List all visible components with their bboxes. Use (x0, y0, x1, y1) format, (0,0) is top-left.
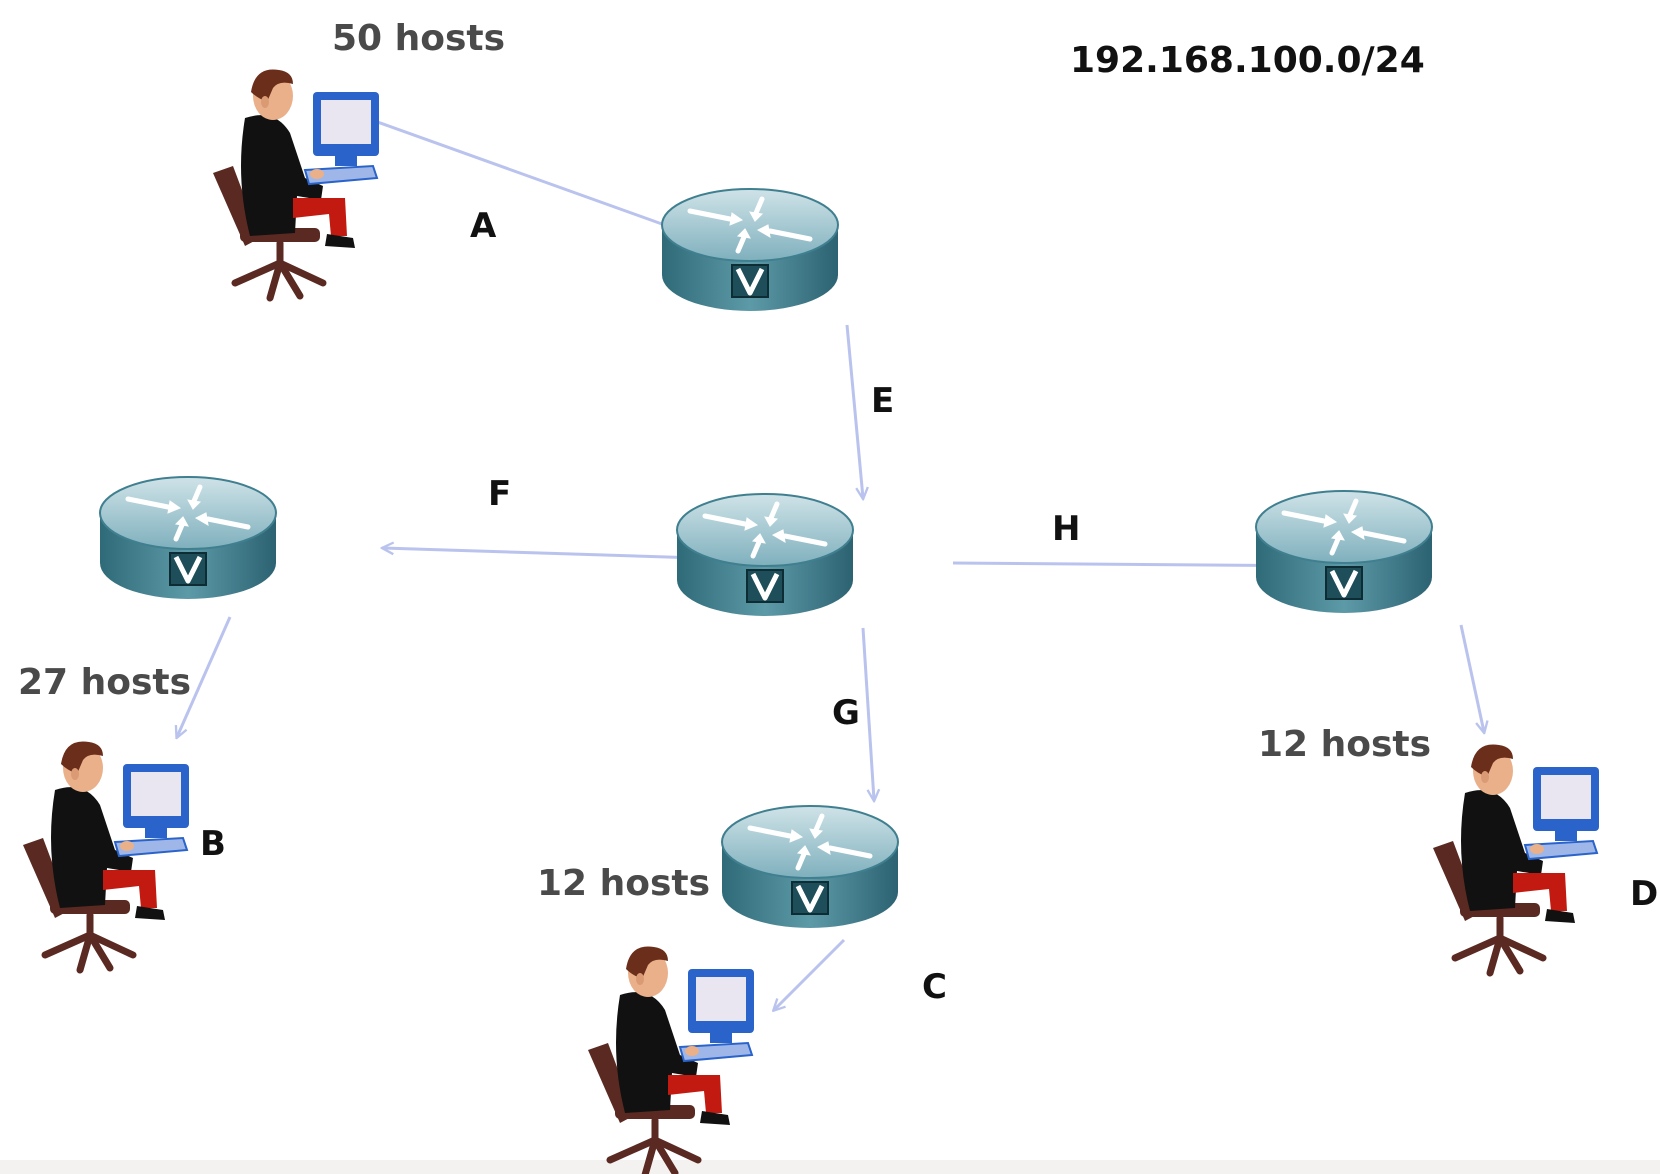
link-c (774, 938, 846, 1010)
workstation-icon-c (588, 946, 754, 1174)
host-count-c: 12 hosts (537, 863, 710, 904)
link-label-d: D (1630, 874, 1658, 914)
link-label-b: B (200, 824, 226, 864)
link-label-a: A (470, 206, 497, 246)
router-icon-right (1256, 491, 1432, 613)
link-label-g: G (832, 693, 860, 733)
link-label-f: F (488, 474, 511, 514)
router-icon-left (100, 477, 276, 599)
link-label-e: E (871, 381, 894, 421)
workstation-icon-b (23, 741, 189, 970)
bottom-band (0, 1160, 1660, 1174)
link-label-c: C (922, 967, 947, 1007)
router-icon-center (677, 494, 853, 616)
host-count-b: 27 hosts (18, 662, 191, 703)
link-b (177, 616, 232, 737)
link-e (845, 324, 863, 498)
workstation-icon-a (213, 69, 379, 298)
link-g (861, 627, 874, 800)
link-label-h: H (1052, 509, 1080, 549)
host-count-a: 50 hosts (332, 18, 505, 59)
router-icon-bottom (722, 806, 898, 928)
router-icon-top (662, 189, 838, 311)
network-address: 192.168.100.0/24 (1070, 40, 1425, 81)
link-d (1459, 624, 1484, 732)
host-count-d: 12 hosts (1258, 724, 1431, 765)
workstation-icon-d (1433, 744, 1599, 973)
